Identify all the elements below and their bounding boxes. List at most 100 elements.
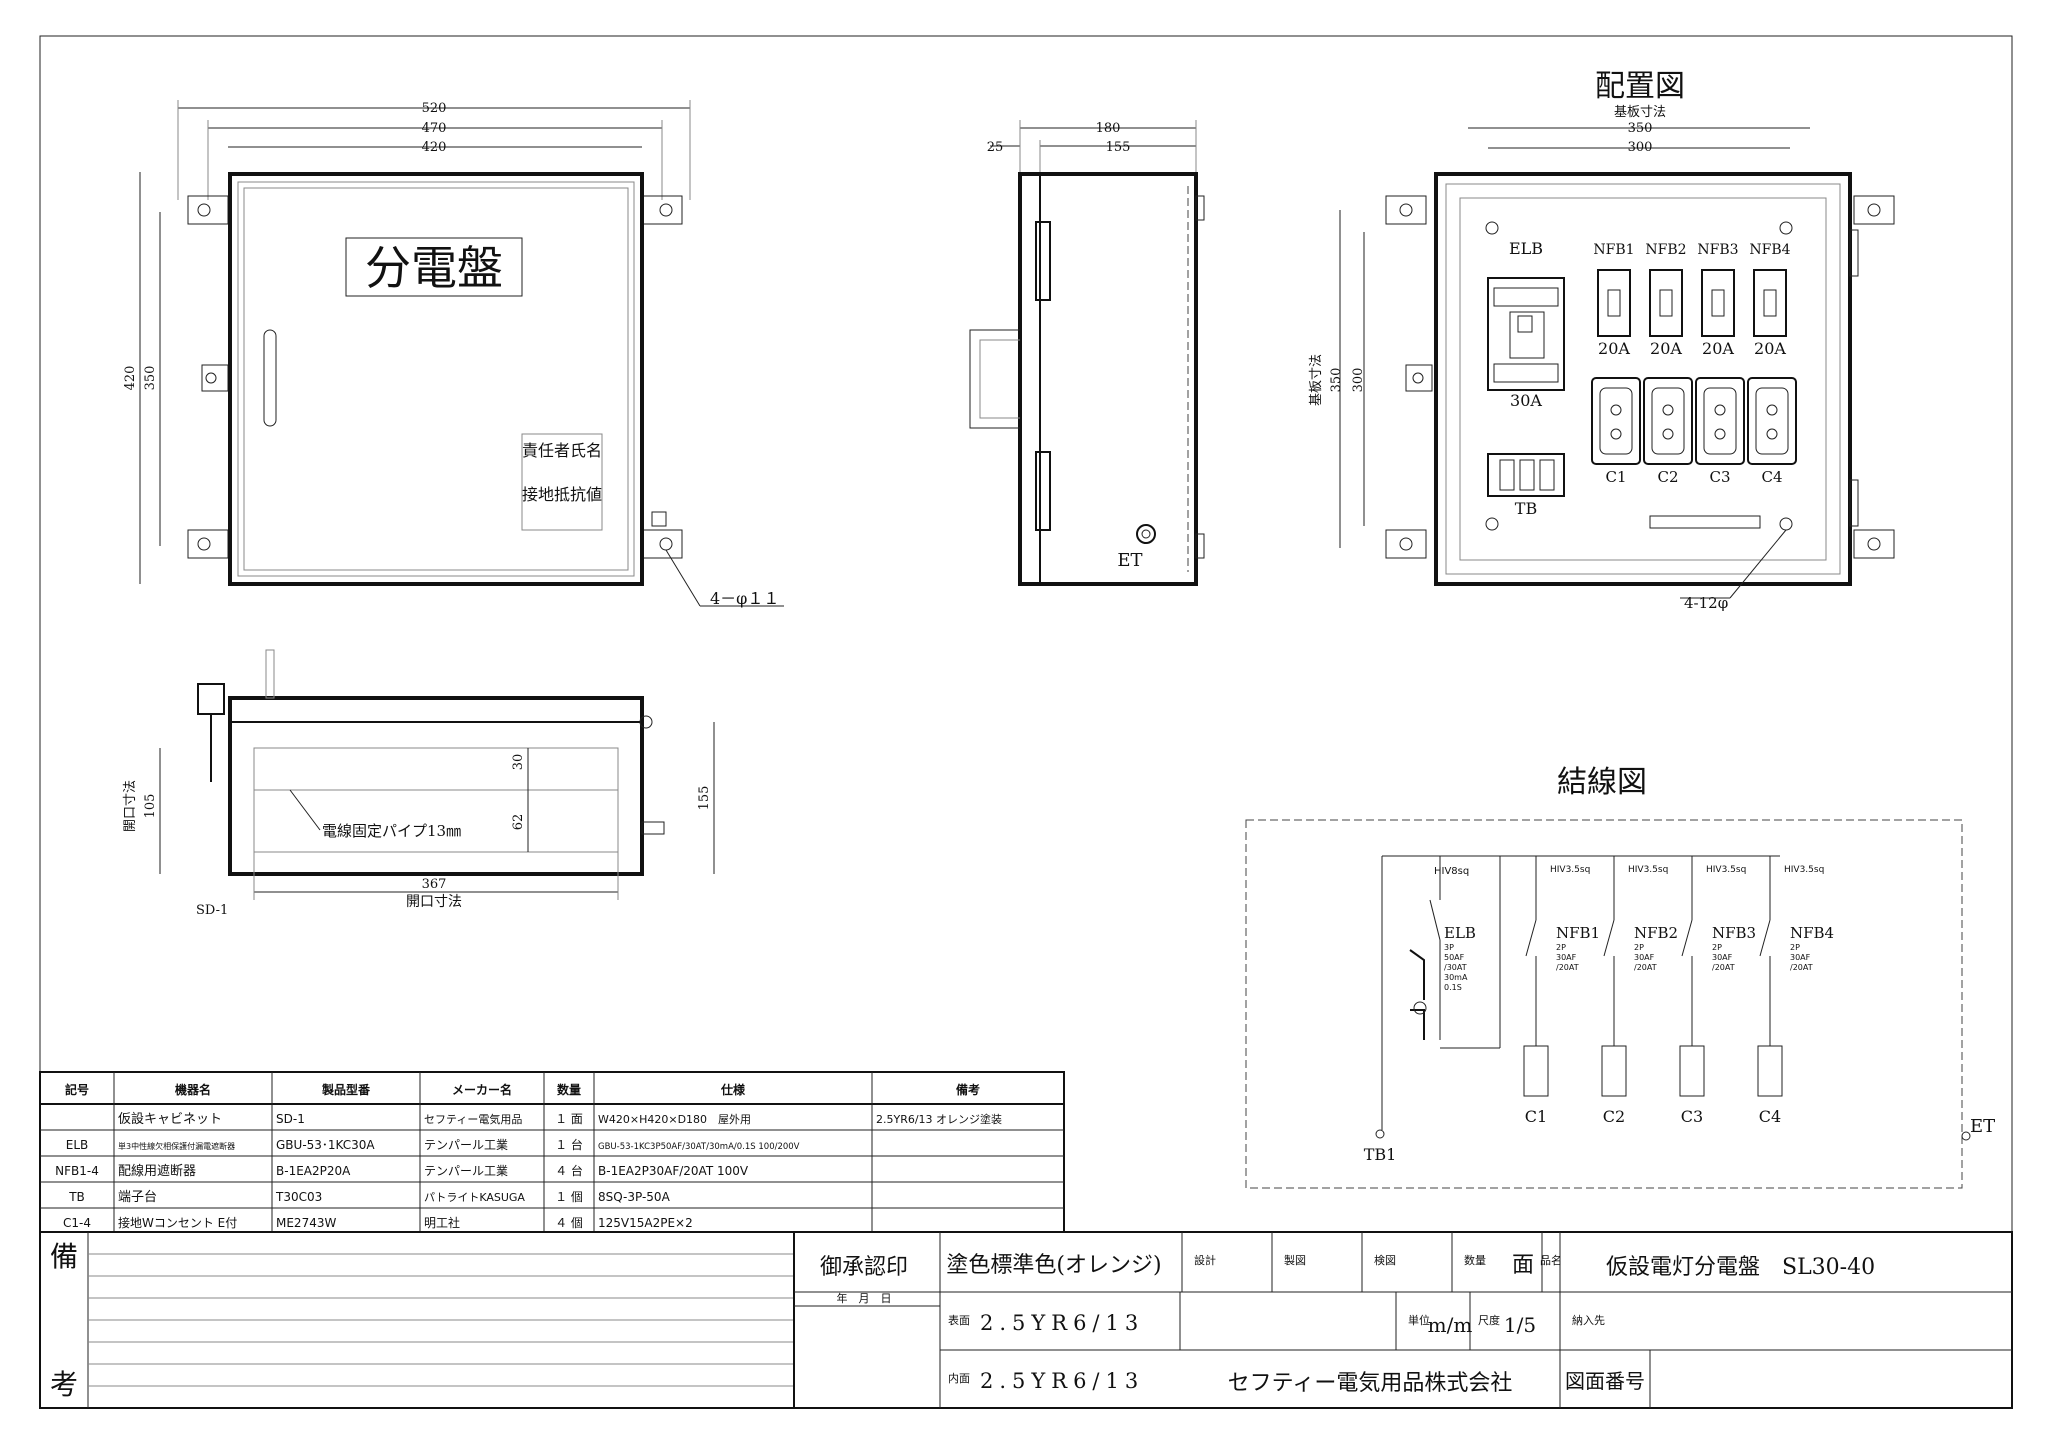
wire-main: HIV8sq (1434, 866, 1469, 877)
wiring-tb1: TB1 (1364, 1145, 1397, 1164)
th-maker: メーカー名 (452, 1082, 512, 1097)
wiring-et: ET (1970, 1116, 1995, 1137)
wire-4: HIV3.5sq (1784, 865, 1824, 875)
dim-155: 155 (1106, 140, 1131, 155)
nfb4-spec-1: 30AF (1790, 953, 1811, 962)
wiring-elb: ELB (1444, 924, 1476, 942)
table-cell: ４ 個 (555, 1216, 583, 1230)
qty-unit: 面 (1512, 1253, 1534, 1278)
table-cell: ME2743W (276, 1216, 336, 1230)
nfb2-spec-0: 2P (1634, 943, 1644, 952)
nfb4-spec-2: /20AT (1790, 963, 1813, 972)
wiring-nfb1: NFB1 (1556, 924, 1600, 942)
table-cell: １ 面 (555, 1112, 583, 1126)
table-cell: 接地Wコンセント E付 (118, 1215, 237, 1230)
table-cell: １ 台 (555, 1137, 583, 1152)
layout-c1: C1 (1605, 468, 1626, 486)
dim-350-v: 350 (143, 366, 158, 391)
layout-dim-350: 350 (1628, 121, 1653, 136)
front-hole-note: 4－φ１１ (710, 589, 779, 608)
nfb2-spec-1: 30AF (1634, 953, 1655, 962)
outer-color: 2.5YR6/13 (980, 1311, 1144, 1335)
wiring-nfb3: NFB3 (1712, 924, 1756, 942)
table-cell: B-1EA2P20A (276, 1164, 351, 1178)
table-cell: T30C03 (275, 1190, 322, 1204)
table-cell: SD-1 (276, 1112, 305, 1126)
product-name: 仮設電灯分電盤 SL30-40 (1606, 1255, 1875, 1280)
layout-dim-350-v: 350 (1329, 368, 1344, 393)
approval: 御承認印 (820, 1255, 908, 1280)
check-label: 検図 (1374, 1253, 1396, 1267)
layout-nfb2-rating: 20A (1650, 339, 1682, 358)
dim-520: 520 (422, 101, 447, 116)
nfb4-spec-0: 2P (1790, 943, 1800, 952)
nfb1-spec-2: /20AT (1556, 963, 1579, 972)
nfb1-spec-0: 2P (1556, 943, 1566, 952)
table-cell: 125V15A2PE×2 (598, 1216, 693, 1230)
product-label: 品名 (1540, 1253, 1562, 1267)
layout-elb-label: ELB (1509, 239, 1543, 258)
side-view: 180 25 155 ET (969, 120, 1205, 586)
wiring-diagram: 結線図 HIV8sq ELB 3P 50AF /30AT 30mA 0.1S (1245, 765, 1995, 1189)
layout-nfb2-label: NFB2 (1645, 242, 1686, 258)
th-model: 製品型番 (321, 1082, 371, 1097)
layout-c2: C2 (1657, 468, 1678, 486)
side-et-label: ET (1117, 550, 1142, 571)
label-ground: 接地抵抗値 (522, 485, 602, 504)
nfb2-spec-2: /20AT (1634, 963, 1657, 972)
pipe-label: 電線固定パイプ13㎜ (322, 822, 461, 840)
elb-spec-2: /30AT (1444, 963, 1467, 972)
wiring-branches (1523, 856, 1783, 1097)
unit-value: m/m (1428, 1313, 1473, 1337)
layout-view: 配置図 基板寸法 350 300 基板寸法 350 300 ELB 30A N (1309, 69, 1895, 612)
date-label: 年 月 日 (837, 1291, 892, 1305)
dim-30: 30 (511, 754, 526, 771)
layout-c4: C4 (1761, 468, 1782, 486)
table-cell: 配線用遮断器 (118, 1163, 196, 1179)
table-cell: B-1EA2P30AF/20AT 100V (598, 1164, 749, 1178)
layout-nfb4-rating: 20A (1754, 339, 1786, 358)
dim-420-v: 420 (123, 366, 138, 391)
front-view: 520 470 420 420 350 分電盤 責任者氏名 接地抵抗値 4－φ１… (123, 100, 784, 608)
table-cell: 明工社 (424, 1215, 460, 1230)
elb-spec-1: 50AF (1444, 953, 1465, 962)
layout-nfb4-label: NFB4 (1749, 242, 1790, 258)
wire-3: HIV3.5sq (1706, 865, 1746, 875)
table-cell: C1-4 (63, 1216, 91, 1230)
th-spec: 仕様 (720, 1082, 746, 1097)
th-name: 機器名 (175, 1082, 211, 1097)
dim-367: 367 (422, 877, 447, 892)
table-cell: １ 個 (555, 1190, 583, 1204)
quantity-label: 数量 (1464, 1254, 1486, 1267)
layout-nfb3-label: NFB3 (1697, 242, 1738, 258)
layout-tb: TB (1515, 499, 1537, 518)
dim-155-v: 155 (697, 786, 712, 811)
dim-62: 62 (511, 814, 526, 831)
table-cell: 8SQ-3P-50A (598, 1190, 671, 1204)
scale-label: 尺度 (1478, 1313, 1500, 1327)
delivery-label: 納入先 (1572, 1314, 1605, 1327)
layout-plate-label: 基板寸法 (1614, 105, 1666, 120)
scale-value: 1/5 (1504, 1313, 1536, 1337)
table-cell: GBU-53-1KC3P50AF/30AT/30mA/0.1S 100/200V (598, 1142, 800, 1152)
elb-spec-4: 0.1S (1444, 983, 1462, 992)
table-cell: 単3中性線欠相保護付漏電遮断器 (118, 1141, 235, 1151)
inner-label: 内面 (948, 1371, 970, 1385)
dim-105: 105 (143, 794, 158, 819)
table-cell: TB (68, 1190, 85, 1204)
table-cell: NFB1-4 (55, 1164, 99, 1178)
wiring-c4: C4 (1759, 1107, 1781, 1126)
paint-std: 塗色標準色(オレンジ) (946, 1253, 1161, 1278)
drafting-label: 製図 (1284, 1253, 1306, 1267)
layout-elb-rating: 30A (1510, 391, 1542, 410)
remarks-bottom: 考 (50, 1368, 78, 1401)
nfb1-spec-1: 30AF (1556, 953, 1577, 962)
table-cell: テンパール工業 (424, 1138, 508, 1152)
wire-1: HIV3.5sq (1550, 865, 1590, 875)
nfb3-spec-2: /20AT (1712, 963, 1735, 972)
nameplate: 分電盤 (365, 241, 503, 295)
elb-spec-3: 30mA (1444, 973, 1468, 982)
table-cell: セフティー電気用品 (424, 1112, 522, 1126)
table-cell: GBU-53･1KC30A (276, 1138, 375, 1152)
